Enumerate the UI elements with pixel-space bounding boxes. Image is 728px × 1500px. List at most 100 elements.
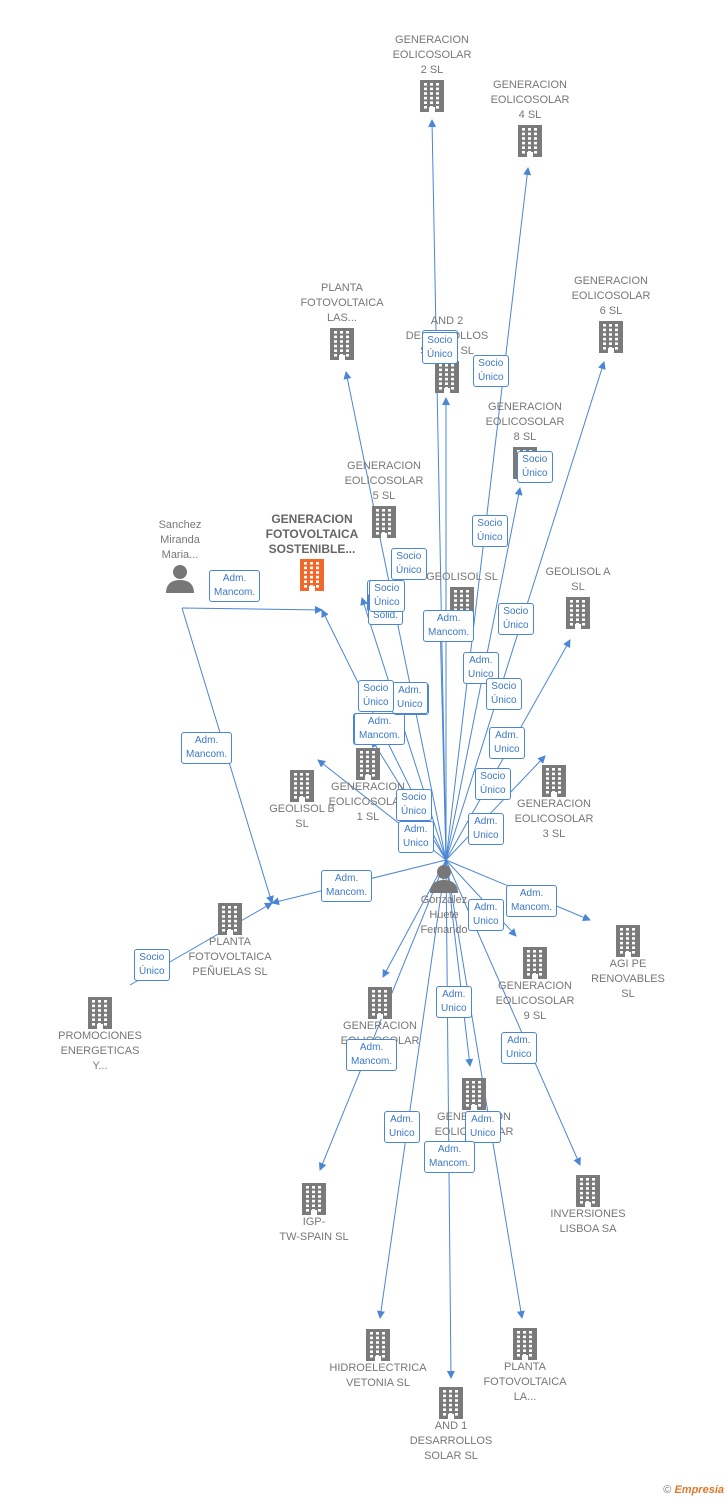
node-gen2[interactable]: GENERACION EOLICOSOLAR 2 SL — [377, 33, 487, 112]
edge-role-label: Socio Único — [396, 789, 432, 821]
node-label[interactable]: GENERACION EOLICOSOLAR 9 SL — [495, 980, 575, 1022]
node-gonzalez[interactable]: Gonzalez Huete Fernando — [389, 863, 499, 938]
edge-role-label: Adm. Mancom. — [506, 885, 558, 917]
edge-role-label: Adm. Mancom. — [354, 713, 406, 745]
building-icon — [366, 1329, 390, 1361]
node-hidro[interactable]: HIDROELECTRICA VETONIA SL — [323, 1327, 433, 1391]
building-icon — [542, 765, 566, 797]
edge-gonzalez-gen2 — [428, 119, 447, 861]
node-plantaLas[interactable]: PLANTA FOTOVOLTAICA LAS... — [287, 281, 397, 360]
node-label[interactable]: PLANTA FOTOVOLTAICA LA... — [483, 1361, 567, 1403]
node-label[interactable]: GEOLISOL SL — [426, 571, 498, 583]
edge-role-label: Socio Único — [391, 548, 427, 580]
building-icon — [435, 361, 459, 393]
edge-role-label: Socio Único — [486, 678, 522, 710]
edge-gonzalez-and1 — [445, 859, 455, 1379]
node-sanchez[interactable]: Sanchez Miranda Maria... — [125, 518, 235, 593]
edge-role-label: Adm. Mancom. — [423, 610, 475, 642]
person-icon — [430, 865, 458, 893]
edge-role-label: Socio Único — [517, 451, 553, 483]
building-icon — [523, 947, 547, 979]
building-icon — [330, 328, 354, 360]
node-label[interactable]: Gonzalez Huete Fernando — [420, 894, 468, 936]
node-label[interactable]: GENERACION EOLICOSOLAR 4 SL — [490, 79, 570, 121]
node-label[interactable]: GENERACION EOLICOSOLAR 3 SL — [514, 798, 594, 840]
building-icon — [218, 903, 242, 935]
edge-role-label: Adm. Mancom. — [321, 870, 373, 902]
edge-role-label: Socio Único — [422, 332, 458, 364]
node-label[interactable]: GENERACION EOLICOSOLAR 8 SL — [485, 401, 565, 443]
building-icon — [599, 321, 623, 353]
node-label[interactable]: GEOLISOL B SL — [269, 803, 335, 830]
edge-role-label: Adm. Unico — [468, 813, 504, 845]
edge-role-label: Socio Único — [134, 949, 170, 981]
node-label[interactable]: AGI PE RENOVABLES SL — [591, 958, 665, 1000]
node-igp[interactable]: IGP- TW-SPAIN SL — [259, 1181, 369, 1245]
edge-gonzalez-geolisolSL — [436, 619, 447, 861]
edge-role-label: Adm. Unico — [468, 899, 504, 931]
footer-brand[interactable]: © Empresia — [663, 1484, 724, 1496]
node-label[interactable]: INVERSIONES LISBOA SA — [550, 1208, 626, 1235]
edge-role-label: Socio Único — [498, 603, 534, 635]
copyright-symbol: © — [663, 1484, 672, 1496]
node-label[interactable]: GEOLISOL A SL — [545, 566, 611, 593]
node-label[interactable]: IGP- TW-SPAIN SL — [279, 1216, 349, 1243]
node-plantaLa[interactable]: PLANTA FOTOVOLTAICA LA... — [470, 1326, 580, 1405]
building-icon — [566, 597, 590, 629]
edge-role-label: Adm. Unico — [501, 1032, 537, 1064]
edge-role-label: Adm. Unico — [465, 1111, 501, 1143]
edge-role-label: Socio Único — [369, 580, 405, 612]
building-icon — [576, 1175, 600, 1207]
node-label[interactable]: PROMOCIONES ENERGETICAS Y... — [58, 1030, 142, 1072]
node-and1[interactable]: AND 1 DESARROLLOS SOLAR SL — [396, 1385, 506, 1464]
node-label[interactable]: GENERACION EOLICOSOLAR 5 SL — [344, 460, 424, 502]
edge-role-label: Adm. Unico — [384, 1111, 420, 1143]
node-label[interactable]: GENERACION FOTOVOLTAICA SOSTENIBLE... — [265, 512, 359, 556]
node-focus[interactable]: GENERACION FOTOVOLTAICA SOSTENIBLE... — [257, 512, 367, 591]
node-label[interactable]: Sanchez Miranda Maria... — [158, 519, 202, 561]
edge-role-label: Socio Único — [358, 680, 394, 712]
node-gen9[interactable]: GENERACION EOLICOSOLAR 9 SL — [480, 945, 590, 1024]
node-label[interactable]: GENERACION EOLICOSOLAR 2 SL — [392, 34, 472, 76]
node-geolisolSL[interactable]: GEOLISOL SL — [407, 570, 517, 619]
node-label[interactable]: GENERACION EOLICOSOLAR 6 SL — [571, 275, 651, 317]
node-inversiones[interactable]: INVERSIONES LISBOA SA — [533, 1173, 643, 1237]
node-label[interactable]: PLANTA FOTOVOLTAICA LAS... — [300, 282, 384, 324]
edge-role-label: Adm. Mancom. — [209, 570, 261, 602]
node-gen4[interactable]: GENERACION EOLICOSOLAR 4 SL — [475, 78, 585, 157]
building-icon — [518, 125, 542, 157]
node-gen1[interactable]: GENERACION EOLICOSOLAR 1 SL — [313, 746, 423, 825]
building-icon — [302, 1183, 326, 1215]
edge-role-label: Adm. Unico — [398, 821, 434, 853]
node-label[interactable]: GENERACION EOLICOSOLAR 1 SL — [328, 781, 408, 823]
edge-role-label: Socio Único — [473, 355, 509, 387]
edge-role-label: Adm. Mancom. — [346, 1039, 398, 1071]
node-gen3[interactable]: GENERACION EOLICOSOLAR 3 SL — [499, 763, 609, 842]
node-agipe[interactable]: AGI PE RENOVABLES SL — [573, 923, 683, 1002]
node-gen5[interactable]: GENERACION EOLICOSOLAR 5 SL — [329, 459, 439, 538]
edge-sanchez-focus — [181, 605, 323, 614]
person-icon — [166, 565, 194, 593]
edge-role-label: Adm. Unico — [392, 682, 428, 714]
building-icon — [356, 748, 380, 780]
brand-logo: Empresia — [674, 1484, 724, 1496]
building-icon — [300, 559, 324, 591]
building-icon — [420, 80, 444, 112]
node-geolisolB[interactable]: GEOLISOL B SL — [247, 768, 357, 832]
edge-role-label: Adm. Mancom. — [181, 732, 233, 764]
node-geolisolA[interactable]: GEOLISOL A SL — [523, 565, 633, 629]
edge-role-label: Socio Único — [475, 768, 511, 800]
node-label[interactable]: PLANTA FOTOVOLTAICA PEÑUELAS SL — [188, 936, 272, 978]
building-icon — [372, 506, 396, 538]
edge-gonzalez-gen3 — [445, 755, 546, 861]
edge-gonzalez-gen4 — [445, 167, 532, 861]
building-icon — [290, 770, 314, 802]
building-icon — [513, 1328, 537, 1360]
node-promociones[interactable]: PROMOCIONES ENERGETICAS Y... — [45, 995, 155, 1074]
node-label[interactable]: HIDROELECTRICA VETONIA SL — [329, 1362, 427, 1389]
edge-gonzalez-genEolic — [445, 859, 474, 1067]
node-gen6[interactable]: GENERACION EOLICOSOLAR 6 SL — [556, 274, 666, 353]
node-penuelas[interactable]: PLANTA FOTOVOLTAICA PEÑUELAS SL — [175, 901, 285, 980]
building-icon — [368, 987, 392, 1019]
node-label[interactable]: AND 1 DESARROLLOS SOLAR SL — [409, 1420, 493, 1462]
